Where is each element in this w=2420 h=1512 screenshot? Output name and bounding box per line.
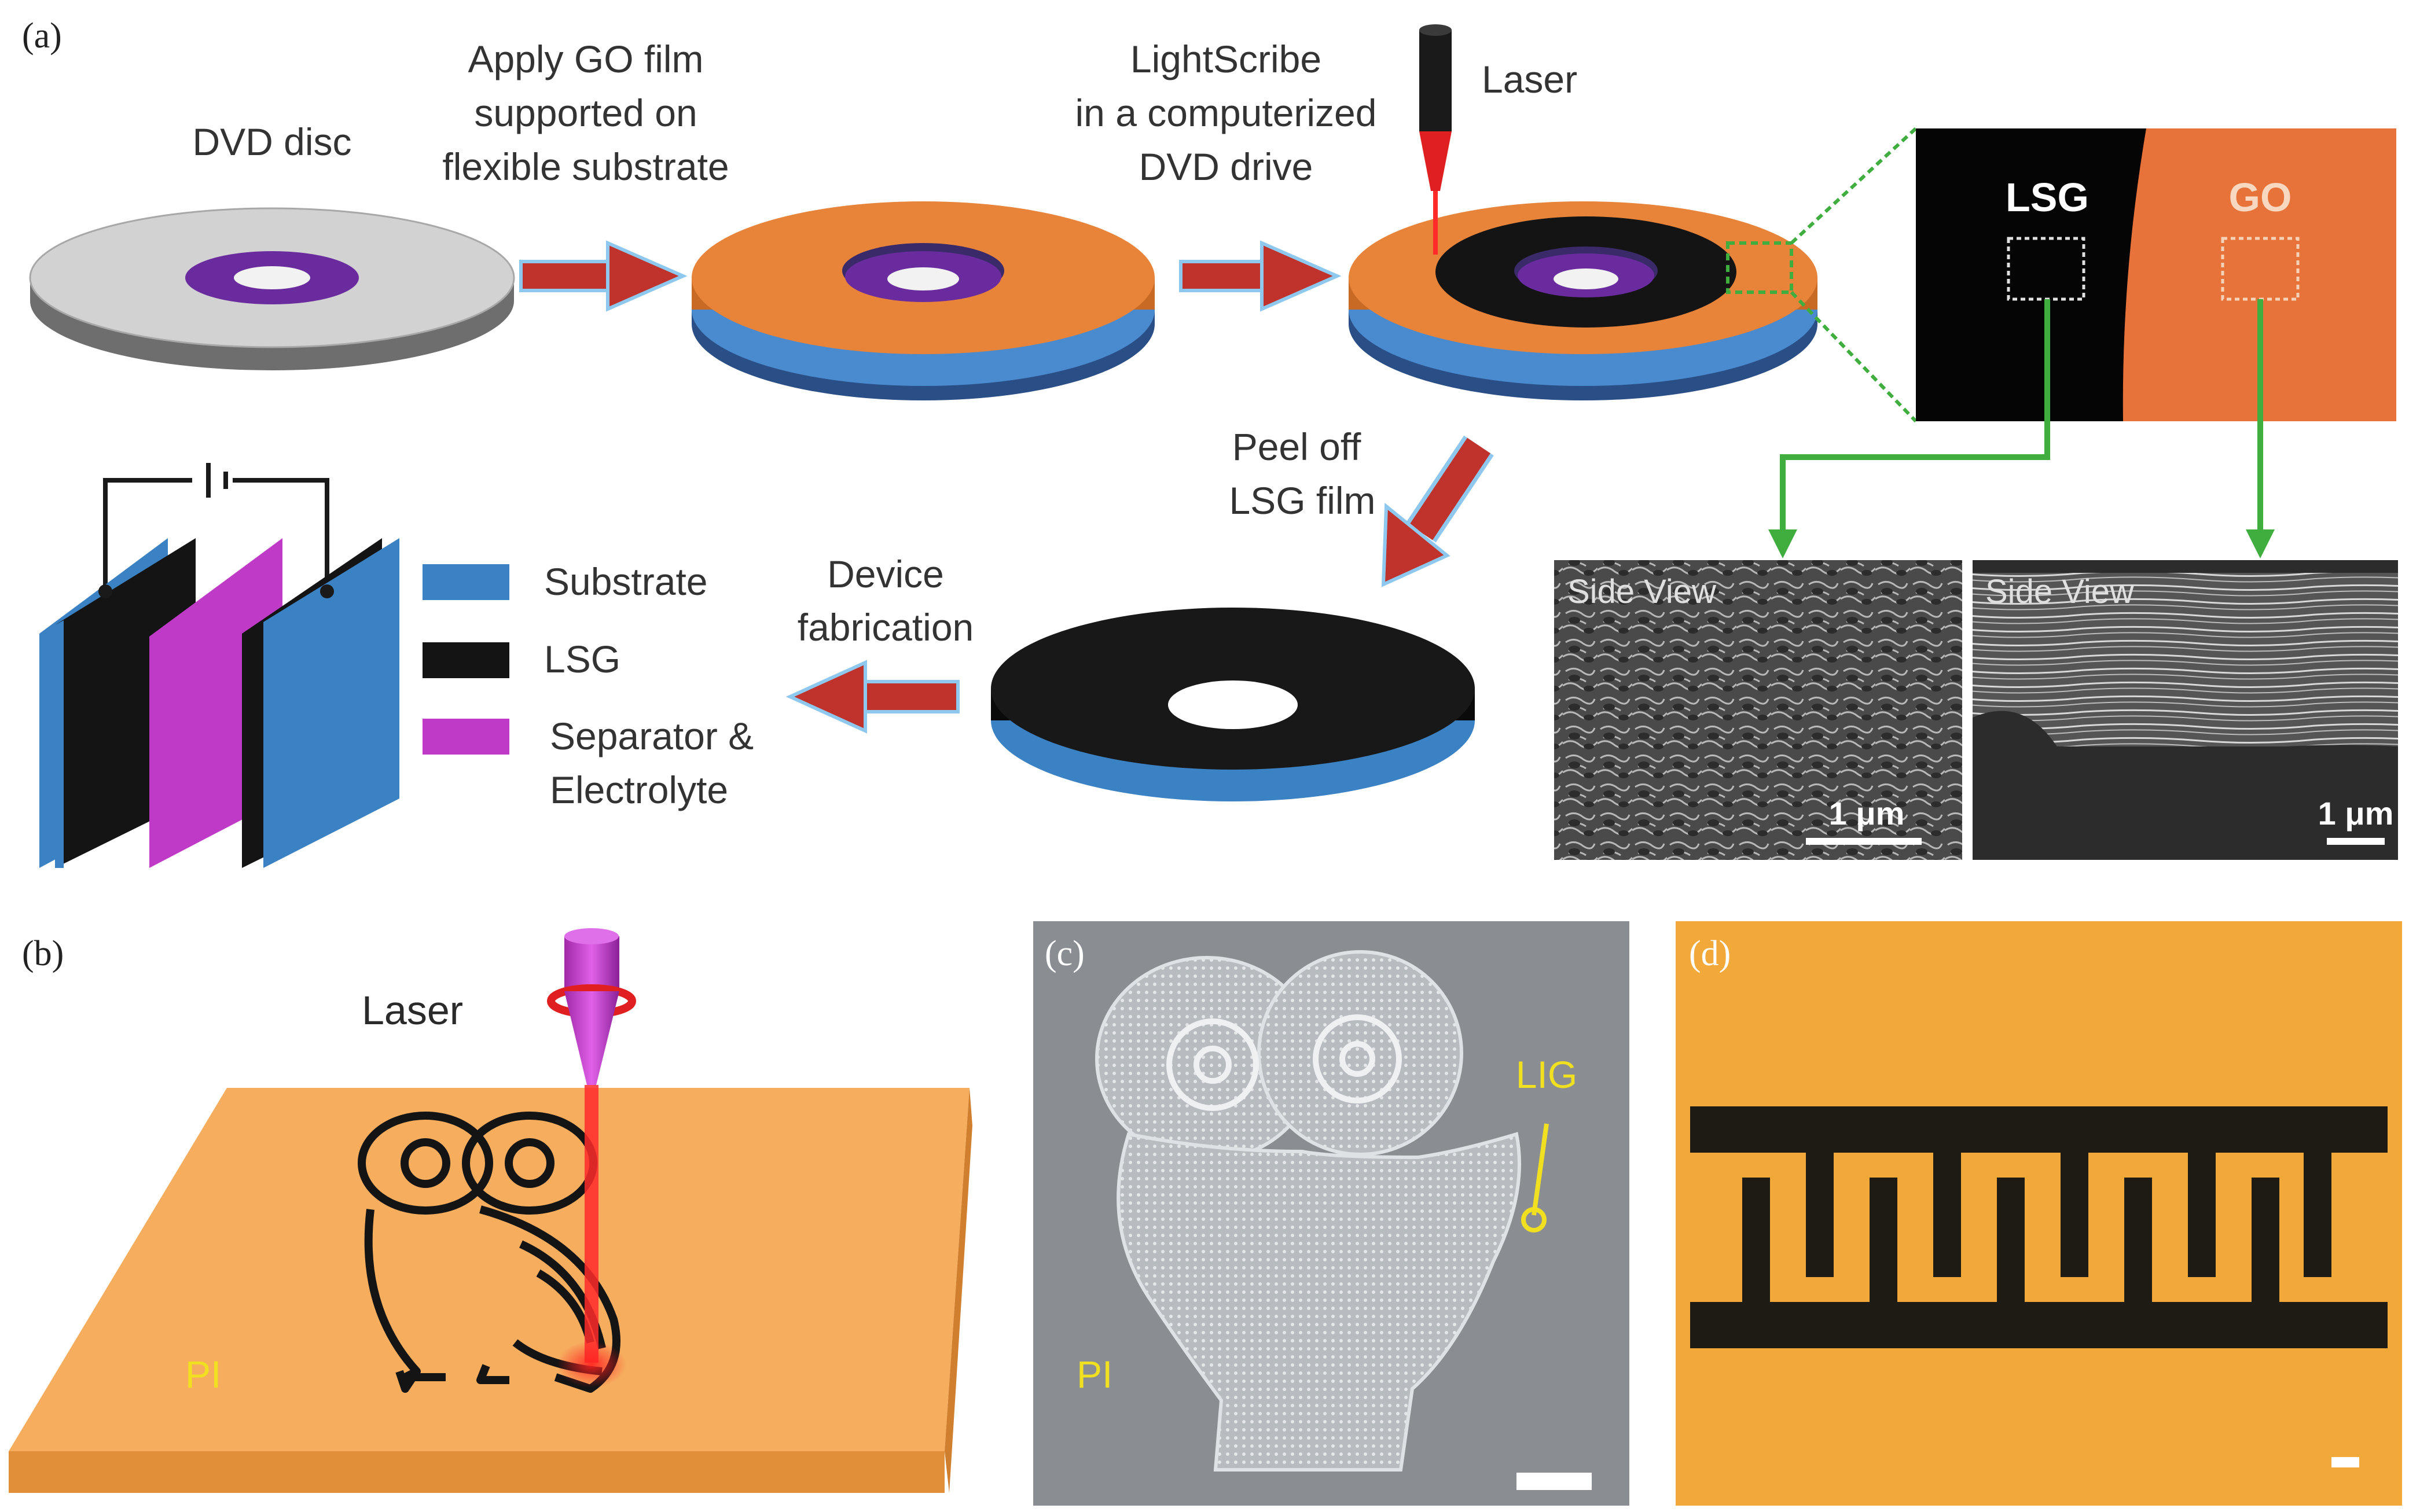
lsg-film-ring <box>991 608 1475 801</box>
panel-d: (d) <box>1676 921 2402 1506</box>
apply-go-line1: Apply GO film <box>468 38 703 80</box>
lsg-go-inset <box>1916 128 2396 421</box>
arrow-peel <box>1381 435 1494 587</box>
scale-bar-c <box>1516 1473 1592 1490</box>
sem-lsg-image <box>1554 560 1962 860</box>
sem-right-label: Side View <box>1985 573 2135 610</box>
laser-label-a: Laser <box>1482 58 1577 101</box>
sem-go-image <box>1973 560 2398 860</box>
panel-b-label: (b) <box>22 934 64 973</box>
green-arrows <box>1768 299 2275 558</box>
inset-lsg-label: LSG <box>2006 175 2089 220</box>
device-line2: fabrication <box>798 606 974 649</box>
top-bus-bar <box>1690 1106 2388 1153</box>
device-line1: Device <box>827 553 944 595</box>
panel-c-label: (c) <box>1045 934 1085 973</box>
lig-owl-c <box>1095 950 1521 1471</box>
lightscribe-line1: LightScribe <box>1130 38 1321 80</box>
peel-line1: Peel off <box>1232 425 1361 468</box>
panel-d-label: (d) <box>1689 934 1731 973</box>
sem-left-label: Side View <box>1567 573 1717 610</box>
laser-label-b: Laser <box>362 988 463 1033</box>
interdigitated-electrode <box>1690 1106 2388 1348</box>
apply-go-line2: supported on <box>474 91 697 134</box>
laser-head-a <box>1419 24 1452 255</box>
dvd-disc <box>29 207 515 370</box>
arrow-device <box>785 660 960 734</box>
lightscribe-line3: DVD drive <box>1139 145 1313 188</box>
legend-substrate: Substrate <box>544 560 708 603</box>
legend-swatch-lsg <box>423 642 509 678</box>
owl-eyes-c <box>1166 1014 1402 1111</box>
dvd-disc-label: DVD disc <box>192 120 351 163</box>
laser-head-b <box>547 928 636 1388</box>
supercapacitor-device <box>39 463 399 868</box>
apply-go-line3: flexible substrate <box>442 145 729 188</box>
legend-lsg: LSG <box>544 638 620 680</box>
lightscribe-line2: in a computerized <box>1075 91 1377 134</box>
lig-label: LIG <box>1516 1053 1577 1096</box>
scale-bar-d <box>2331 1457 2359 1467</box>
lightscribe-disc <box>1349 201 1817 400</box>
go-coated-disc <box>692 201 1155 400</box>
arrow-step2 <box>1179 240 1342 312</box>
panel-c: (c) LIG PI <box>1033 921 1629 1506</box>
bottom-bus-bar <box>1690 1302 2388 1348</box>
legend-separator-line1: Separator & <box>550 715 754 757</box>
legend-swatch-substrate <box>423 564 509 600</box>
legend <box>423 564 509 755</box>
pi-label-b: PI <box>185 1353 221 1396</box>
pi-substrate-b <box>9 1088 972 1493</box>
panel-a-label: (a) <box>22 16 62 56</box>
inset-go-label: GO <box>2229 175 2292 220</box>
zoom-indicator <box>1726 127 1918 423</box>
arrow-step1 <box>519 240 688 312</box>
legend-swatch-separator <box>423 719 509 755</box>
pi-label-c: PI <box>1077 1353 1112 1396</box>
substrate-d <box>1676 921 2402 1506</box>
peel-line2: LSG film <box>1229 479 1375 522</box>
legend-separator-line2: Electrolyte <box>550 768 728 811</box>
lig-pointer <box>1521 1123 1549 1233</box>
sem-right-scale: 1 μm <box>2318 795 2394 832</box>
sem-left-scale: 1 μm <box>1829 795 1905 832</box>
panel-b: (b) Laser PI <box>9 928 972 1493</box>
panel-a: (a) DVD disc Apply GO film supported on … <box>22 16 2398 868</box>
